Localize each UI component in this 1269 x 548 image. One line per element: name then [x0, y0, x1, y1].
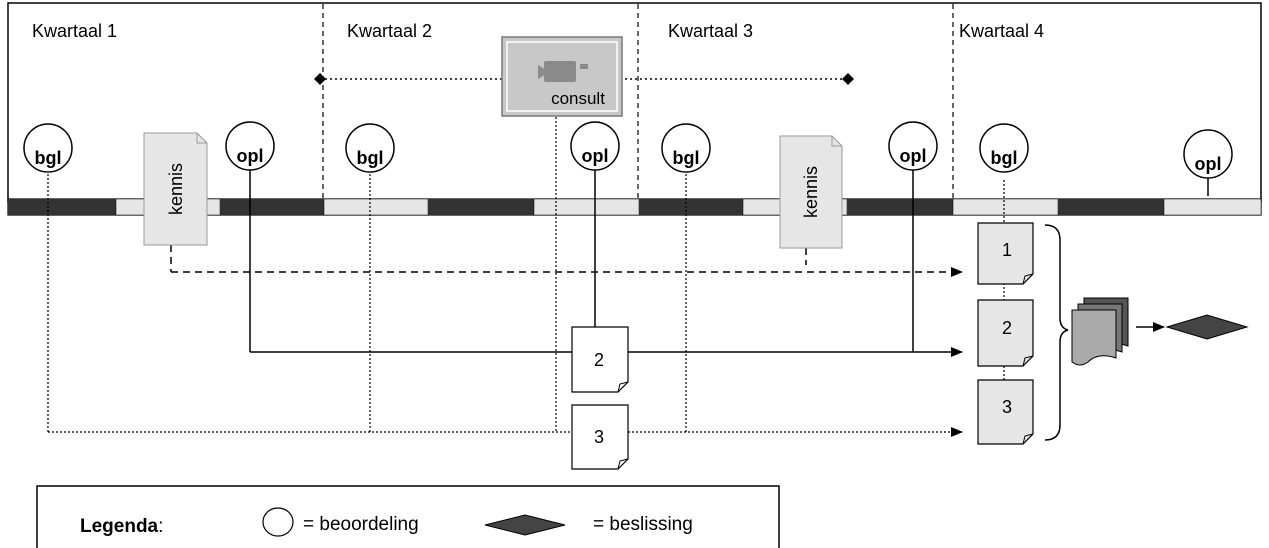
quarter-1-label: Kwartaal 1	[32, 21, 117, 41]
opl-node-label: opl	[900, 146, 927, 166]
legend: Legenda: = beoordeling = beslissing	[36, 485, 780, 548]
document-3: 3	[977, 379, 1034, 445]
bgl-node: bgl	[979, 123, 1029, 173]
kennis-label: kennis	[166, 163, 186, 215]
timeline-segment	[220, 199, 324, 215]
timeline-segment	[952, 198, 1059, 216]
timeline-segment	[1163, 198, 1262, 216]
document-number: 1	[1002, 240, 1012, 260]
opl-node: opl	[225, 121, 275, 171]
bgl-node-label: bgl	[673, 148, 700, 168]
legend-diamond-meaning: = beslissing	[593, 514, 693, 535]
grouping-brace	[1044, 224, 1069, 441]
document-number: 3	[594, 427, 604, 447]
dotted-flow-lines	[47, 117, 1005, 437]
document-number: 3	[1002, 397, 1012, 417]
dashed-flow-lines	[170, 245, 963, 277]
timeline-segment	[1058, 199, 1164, 215]
solid-flow-lines	[249, 168, 1209, 357]
document-1: 1	[977, 222, 1034, 285]
opl-node-label: opl	[582, 146, 609, 166]
legend-title: Legenda:	[80, 516, 163, 537]
document-stack-icon	[1071, 297, 1129, 366]
bgl-node: bgl	[661, 123, 711, 173]
timeline-segment	[8, 199, 116, 215]
opl-node-label: opl	[1195, 154, 1222, 174]
opl-node: opl	[1183, 129, 1233, 179]
opl-node: opl	[570, 121, 620, 171]
legend-circle-meaning: = beoordeling	[303, 514, 419, 535]
bgl-node-label: bgl	[357, 148, 384, 168]
document-2: 2	[977, 299, 1034, 367]
consult-box: consult	[501, 36, 623, 117]
timeline-segment	[323, 198, 429, 216]
quarter-2-label: Kwartaal 2	[347, 21, 432, 41]
document-2: 2	[571, 326, 629, 393]
kennis-document: kennis	[143, 132, 208, 246]
document-number: 2	[594, 350, 604, 370]
quarter-4-label: Kwartaal 4	[959, 21, 1044, 41]
opl-node: opl	[888, 121, 938, 171]
video-camera-icon	[538, 61, 588, 82]
bgl-node-label: bgl	[991, 148, 1018, 168]
bgl-node: bgl	[23, 123, 73, 173]
kennis-label: kennis	[801, 166, 821, 218]
consult-label: consult	[551, 89, 605, 108]
timeline-segment	[847, 199, 953, 215]
timeline-segment	[639, 199, 743, 215]
bgl-node-label: bgl	[35, 148, 62, 168]
legend-circle-icon	[262, 507, 294, 537]
timeline-frame	[7, 2, 1262, 202]
timeline-segment	[533, 198, 640, 216]
opl-node-label: opl	[237, 146, 264, 166]
legend-diamond-icon	[484, 514, 566, 536]
kennis-document: kennis	[779, 135, 843, 249]
document-3: 3	[571, 404, 629, 470]
bgl-node: bgl	[345, 123, 395, 173]
decision-diamond	[1165, 314, 1249, 340]
quarter-3-label: Kwartaal 3	[668, 21, 753, 41]
document-number: 2	[1002, 318, 1012, 338]
consult-span	[314, 73, 854, 85]
timeline-segment	[428, 199, 534, 215]
